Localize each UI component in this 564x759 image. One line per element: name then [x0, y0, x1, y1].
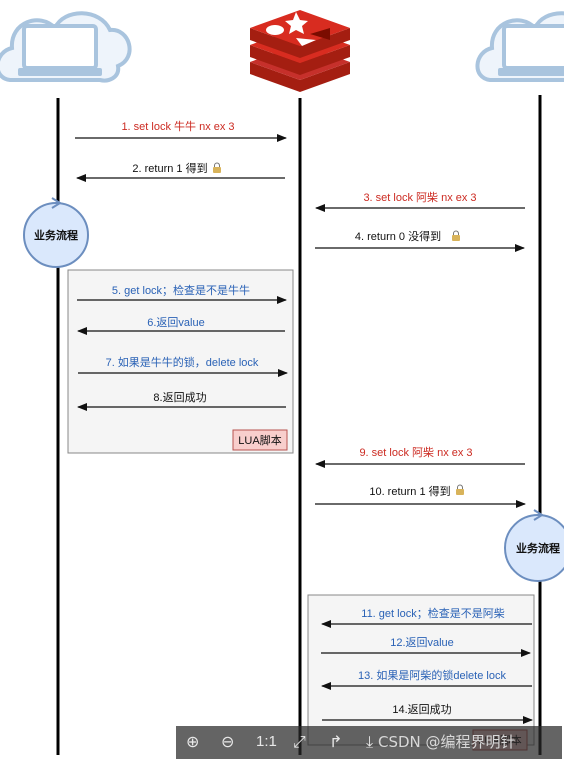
message-9: 9. set lock 阿柴 nx ex 3: [359, 445, 472, 459]
message-6: 6.返回value: [147, 316, 204, 329]
lock-icon: [213, 162, 221, 173]
message-3: 3. set lock 阿柴 nx ex 3: [363, 190, 476, 204]
csdn-watermark: CSDN @编程界明针: [378, 733, 516, 751]
process-circle-left: 业务流程: [23, 197, 89, 268]
process-circle-right: 业务流程: [504, 509, 564, 582]
lua-tag-1: [232, 429, 288, 451]
message-5: 5. get lock；检查是不是牛牛: [112, 283, 250, 297]
message-4: 4. return 0 没得到: [355, 230, 441, 243]
image-viewer-toolbar: ⊕ ⊖ 1:1 ⤢ ↱ ⤓: [176, 726, 562, 759]
fullscreen-icon[interactable]: ⤢: [293, 732, 306, 751]
process-label-right: 业务流程: [516, 541, 560, 555]
redis-logo-icon: [250, 10, 350, 92]
message-2: 2. return 1 得到: [132, 162, 207, 175]
rotate-icon[interactable]: ↱: [329, 732, 343, 751]
zoom-out-icon[interactable]: ⊖: [221, 732, 235, 751]
message-13: 13. 如果是阿柴的锁delete lock: [358, 668, 506, 682]
client-left-cloud-icon: [0, 11, 132, 83]
zoom-in-icon[interactable]: ⊕: [186, 732, 200, 751]
actual-size-button[interactable]: 1:1: [256, 733, 277, 750]
message-8: 8.返回成功: [153, 391, 206, 404]
message-11: 11. get lock；检查是不是阿柴: [361, 606, 504, 620]
message-1: 1. set lock 牛牛 nx ex 3: [121, 119, 234, 133]
lua-tag-label-1: LUA脚本: [238, 433, 281, 447]
lock-icon: [452, 230, 460, 241]
client-right-cloud-icon: [475, 11, 564, 82]
lock-icon: [456, 484, 464, 495]
process-label-left: 业务流程: [34, 228, 78, 242]
message-14: 14.返回成功: [392, 703, 451, 716]
message-7: 7. 如果是牛牛的锁，delete lock: [106, 355, 259, 369]
message-12: 12.返回value: [390, 636, 454, 649]
download-icon[interactable]: ⤓: [366, 732, 374, 751]
message-10: 10. return 1 得到: [369, 485, 450, 498]
